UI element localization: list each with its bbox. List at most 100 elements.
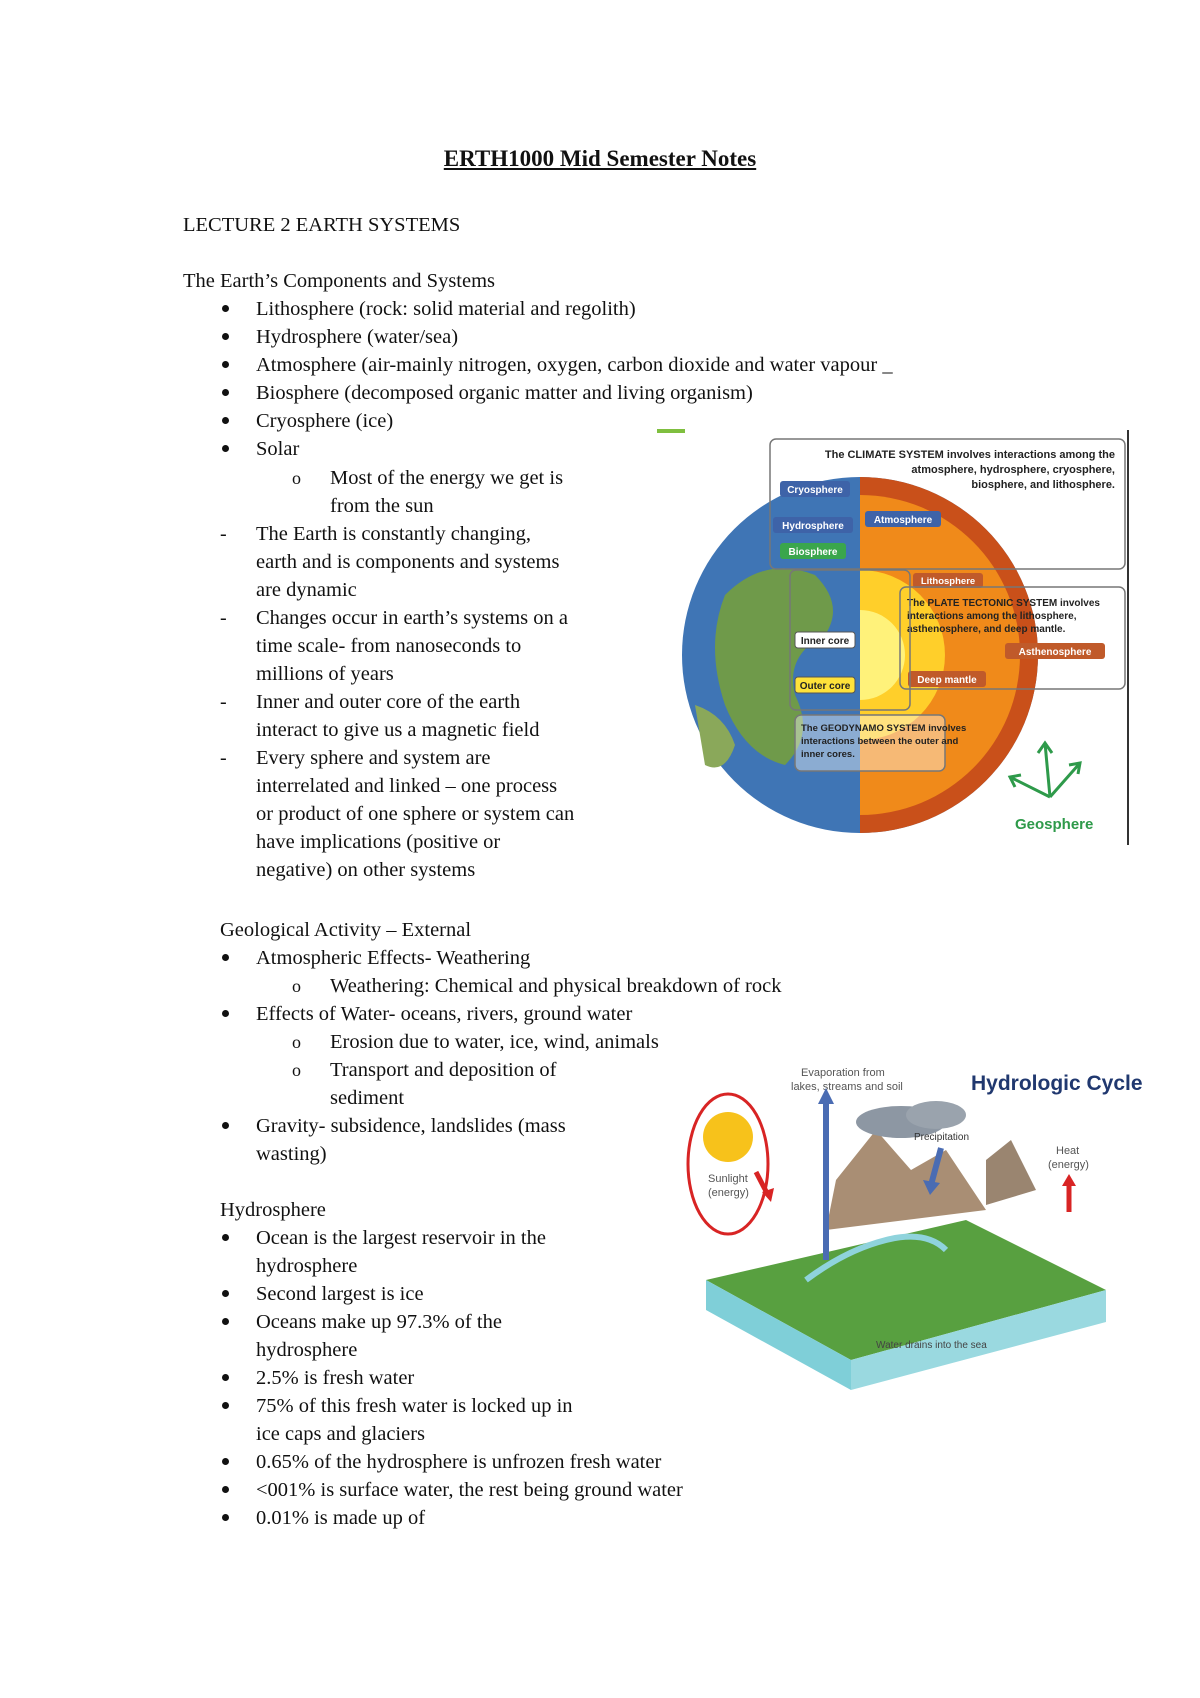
geological-heading: Geological Activity – External: [220, 919, 472, 941]
inner-core-badge: [794, 631, 856, 649]
list-item: time scale- from nanoseconds to: [256, 635, 522, 657]
list-item: Ocean is the largest reservoir in the: [256, 1227, 546, 1249]
bullet-icon: [222, 1402, 229, 1409]
geodynamo-text: interactions between the outer and: [801, 736, 958, 747]
deep-mantle-label: Deep mantle: [917, 675, 977, 686]
bullet-icon: [222, 1318, 229, 1325]
continent: [695, 705, 735, 768]
sub-bullet-icon: o: [292, 1060, 301, 1080]
bullet-icon: [222, 1486, 229, 1493]
list-item: are dynamic: [256, 579, 357, 601]
bullet-icon: [222, 305, 229, 312]
sunlight-arrow-head: [762, 1188, 774, 1202]
precipitation-label: Precipitation: [914, 1132, 969, 1143]
geodynamo-system-box: [794, 714, 946, 772]
bullet-icon: [222, 389, 229, 396]
biosphere-badge: [780, 543, 846, 559]
asthenosphere-badge: [1005, 643, 1105, 659]
list-item: negative) on other systems: [256, 859, 476, 881]
list-item: sediment: [330, 1087, 405, 1109]
bullet-icon: [222, 417, 229, 424]
list-item: Gravity- subsidence, landslides (mass: [256, 1115, 566, 1137]
list-item: 0.65% of the hydrosphere is unfrozen fre…: [256, 1451, 662, 1473]
mountain: [826, 1130, 986, 1230]
plate-text: interactions among the lithosphere,: [907, 611, 1077, 622]
precipitation-arrow-head: [923, 1180, 940, 1195]
bullet-icon: [222, 1234, 229, 1241]
components-heading: The Earth’s Components and Systems: [183, 270, 496, 292]
list-item: <001% is surface water, the rest being g…: [256, 1479, 683, 1501]
sun-icon: [703, 1112, 753, 1162]
climate-system-box: [769, 438, 1126, 570]
list-item: Biosphere (decomposed organic matter and…: [256, 382, 753, 404]
dash-bullet: -: [220, 607, 227, 629]
list-item: Hydrosphere (water/sea): [256, 326, 459, 348]
hydrologic-cycle-figure: Hydrologic Cycle Evaporation from lakes,…: [686, 1060, 1164, 1392]
bullet-icon: [222, 333, 229, 340]
continent: [715, 568, 833, 765]
geosphere-label: Geosphere: [1015, 816, 1093, 833]
list-item: 2.5% is fresh water: [256, 1367, 415, 1389]
bullet-icon: [222, 1514, 229, 1521]
geosphere-arrow: [1036, 740, 1054, 798]
geodynamo-text: The GEODYNAMO SYSTEM involves: [801, 723, 966, 734]
list-item: hydrosphere: [256, 1339, 358, 1361]
figure-fragment: [657, 429, 685, 433]
list-item: Transport and deposition of: [330, 1059, 557, 1081]
document-title: ERTH1000 Mid Semester Notes: [443, 146, 757, 171]
list-item: wasting): [256, 1143, 327, 1165]
bullet-icon: [222, 1290, 229, 1297]
climate-text: The CLIMATE SYSTEM involves interactions…: [825, 449, 1115, 461]
atmosphere-label: Atmosphere: [874, 515, 933, 526]
cryosphere-badge: [780, 481, 850, 497]
biosphere-label: Biosphere: [789, 547, 838, 558]
heat-label: Heat: [1056, 1145, 1079, 1157]
outer-core-badge: [794, 676, 856, 694]
cryosphere-label: Cryosphere: [787, 485, 843, 496]
earth-systems-figure: The CLIMATE SYSTEM involves interactions…: [655, 425, 1135, 845]
lithosphere-label: Lithosphere: [921, 576, 975, 587]
list-item: Second largest is ice: [256, 1283, 424, 1305]
mountain: [986, 1140, 1036, 1205]
list-item: The Earth is constantly changing,: [256, 523, 531, 545]
heat-label: (energy): [1048, 1159, 1089, 1171]
list-item: Effects of Water- oceans, rivers, ground…: [256, 1003, 633, 1025]
sub-bullet-icon: o: [292, 468, 301, 488]
evaporation-label: lakes, streams and soil: [791, 1081, 903, 1093]
evaporation-label: Evaporation from: [801, 1067, 885, 1079]
list-item: Erosion due to water, ice, wind, animals: [330, 1031, 659, 1053]
dash-bullet: -: [220, 691, 227, 713]
evaporation-arrow-head: [818, 1088, 834, 1104]
bullet-icon: [222, 361, 229, 368]
list-item: millions of years: [256, 663, 394, 685]
geodynamo-text: inner cores.: [801, 749, 855, 760]
outer-core-label: Outer core: [800, 681, 851, 692]
inner-core-layer: [860, 610, 905, 700]
list-item: earth and is components and systems: [256, 551, 560, 573]
list-item: from the sun: [330, 495, 434, 517]
list-item: Changes occur in earth’s systems on a: [256, 607, 568, 629]
plate-text: The PLATE TECTONIC SYSTEM involves: [907, 598, 1100, 609]
list-item: Weathering: Chemical and physical breakd…: [330, 975, 782, 997]
atmosphere-badge: [865, 511, 941, 527]
dash-bullet: -: [220, 523, 227, 545]
land-surface: [706, 1220, 1106, 1360]
hydrosphere-label: Hydrosphere: [782, 521, 844, 532]
list-item: have implications (positive or: [256, 831, 501, 853]
list-item: ice caps and glaciers: [256, 1423, 426, 1445]
plate-text: asthenosphere, and deep mantle.: [907, 624, 1066, 635]
bullet-icon: [222, 954, 229, 961]
bullet-icon: [222, 1374, 229, 1381]
list-item: 0.01% is made up of: [256, 1507, 426, 1529]
hydro-title: Hydrologic Cycle: [971, 1072, 1143, 1095]
list-item: Solar: [256, 438, 300, 460]
list-item: Atmosphere (air-mainly nitrogen, oxygen,…: [256, 354, 893, 376]
list-item: hydrosphere: [256, 1255, 358, 1277]
sunlight-label: (energy): [708, 1187, 749, 1199]
list-item: Most of the energy we get is: [330, 467, 564, 489]
list-item: interrelated and linked – one process: [256, 775, 558, 797]
plate-system-box: [899, 586, 1126, 690]
water-drains-label: Water drains into the sea: [876, 1340, 987, 1351]
sub-bullet-icon: o: [292, 976, 301, 996]
deep-mantle-badge: [908, 671, 986, 687]
